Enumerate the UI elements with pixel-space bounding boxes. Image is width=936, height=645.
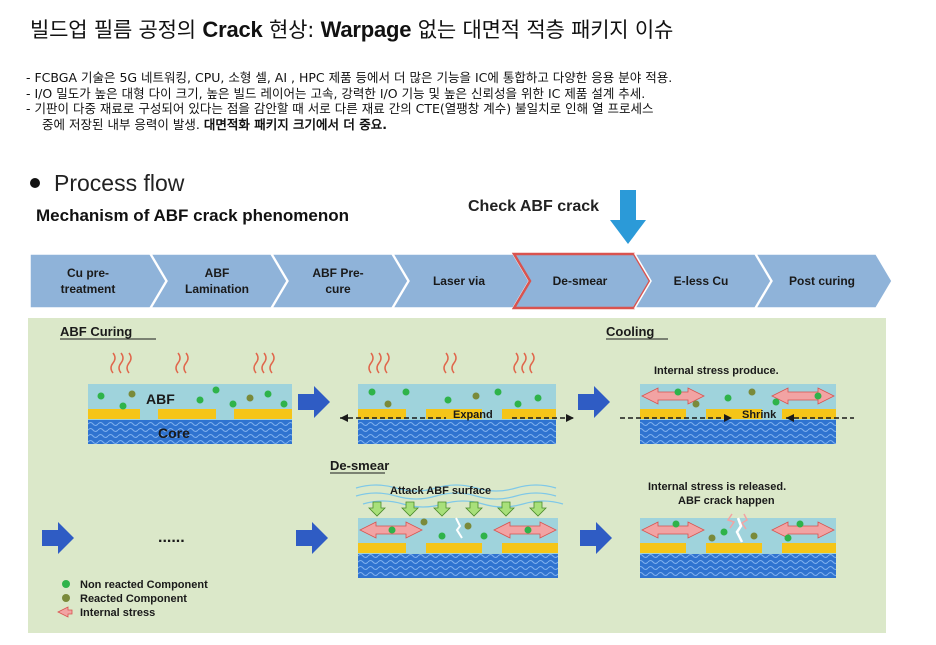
substrate-panel-3: Internal stress produce. Shrink <box>620 365 854 444</box>
page-title: 빌드업 필름 공정의 Crack 현상: Warpage 없는 대면적 적층 패… <box>30 14 673 44</box>
released-text-2: ABF crack happen <box>678 495 775 507</box>
process-stage-2 <box>149 253 288 309</box>
process-stage-2-label-2: Lamination <box>185 282 249 296</box>
process-stage-6 <box>633 253 772 309</box>
shrink-text: Shrink <box>742 409 777 421</box>
process-stage-2-label-1: ABF <box>205 266 230 280</box>
abf-curing-label: ABF Curing <box>60 324 132 339</box>
process-stage-1 <box>30 253 167 309</box>
arrow-right-icon <box>580 522 612 554</box>
process-stage-3-label-1: ABF Pre- <box>312 266 363 280</box>
process-chevron-bar: Cu pre-treatment ABF Lamination ABF Pre-cur… <box>30 252 892 310</box>
title-text-1: 빌드업 필름 공정의 <box>30 18 203 42</box>
bullet-3-continued: 중에 저장된 내부 응력이 발생. 대면적화 패키지 크기에서 더 중요. <box>26 117 926 133</box>
legend: Non reacted Component Reacted Component … <box>57 579 208 619</box>
substrate-panel-1: ABF Core <box>88 384 292 444</box>
legend-internal-stress: Internal stress <box>80 607 155 619</box>
process-stage-5-label-1: De-smear <box>553 274 608 288</box>
process-flow-text: Process flow <box>54 170 185 196</box>
bullet-3-bold-text: 대면적화 패키지 크기에서 더 중요. <box>203 116 388 132</box>
title-text-5: 없는 대면적 적층 패키지 이슈 <box>411 18 674 42</box>
process-stage-6-label-1: E-less Cu <box>674 274 729 288</box>
arrow-right-icon <box>296 522 328 554</box>
abf-text: ABF <box>146 391 175 407</box>
process-flow-heading: Process flow <box>30 170 184 197</box>
check-abf-label: Check ABF crack <box>468 198 600 215</box>
bullet-3: - 기판이 다중 재료로 구성되어 있다는 점을 감안할 때 서로 다른 재료 … <box>26 101 654 116</box>
substrate-panel-2: Expand <box>340 384 574 444</box>
process-stage-7 <box>754 253 892 309</box>
process-stage-1-label-2: treatment <box>61 282 116 296</box>
bullet-2: - I/O 밀도가 높은 대형 다이 크기, 높은 빌드 레이어는 고속, 강력… <box>26 85 646 101</box>
process-stage-4-label-1: Laser via <box>433 274 485 288</box>
substrate-panel-4: Attack ABF surface <box>355 484 564 578</box>
legend-reacted: Reacted Component <box>80 593 187 605</box>
released-text-1: Internal stress is released. <box>648 481 786 493</box>
process-stage-7-label-1: Post curing <box>789 274 855 288</box>
arrow-right-icon <box>578 386 610 418</box>
process-stage-3-label-2: cure <box>325 282 351 296</box>
bullet-dot-icon <box>30 177 40 188</box>
bullet-1: - FCBGA 기술은 5G 네트워킹, CPU, 소형 셀, AI , HPC… <box>26 70 673 85</box>
internal-stress-text: Internal stress produce. <box>654 365 779 377</box>
substrate-panel-5: Internal stress is released. ABF crack h… <box>640 481 836 578</box>
heat-waves-icon <box>110 352 535 374</box>
mechanism-diagram: ABF Curing Cooling ABF Core Expand <box>28 318 886 633</box>
process-stage-1-label-1: Cu pre- <box>67 266 109 280</box>
down-arrow-icon <box>610 190 646 244</box>
arrow-right-icon <box>42 522 74 554</box>
bullet-list: - FCBGA 기술은 5G 네트워킹, CPU, 소형 셀, AI , HPC… <box>26 70 926 132</box>
desmear-label: De-smear <box>330 458 389 473</box>
process-stage-5 <box>511 252 652 310</box>
arrow-right-icon <box>298 386 330 418</box>
expand-text: Expand <box>453 409 493 421</box>
attack-text: Attack ABF surface <box>390 485 491 497</box>
title-text-3: 현상: <box>262 18 321 42</box>
core-text: Core <box>158 425 190 441</box>
legend-non-reacted: Non reacted Component <box>80 579 208 591</box>
title-text-4: Warpage <box>320 17 412 42</box>
cooling-label: Cooling <box>606 324 654 339</box>
mechanism-heading: Mechanism of ABF crack phenomenon <box>36 206 349 225</box>
diagram-background <box>28 318 886 633</box>
process-stage-3 <box>270 253 409 309</box>
ellipsis-text: ...... <box>158 529 185 546</box>
title-text-2: Crack <box>202 17 263 42</box>
bullet-3-cont-text: 중에 저장된 내부 응력이 발생. <box>42 116 204 132</box>
